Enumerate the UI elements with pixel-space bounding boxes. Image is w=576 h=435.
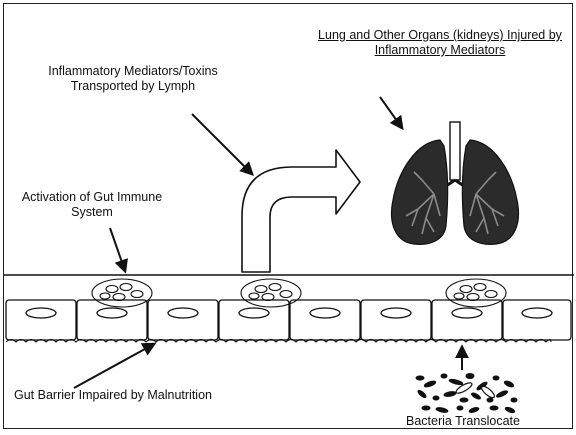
trachea [450, 122, 460, 180]
immune-cluster-icon [92, 279, 152, 307]
organs-arrow [380, 97, 402, 128]
bacteria-label: Bacteria Translocate [406, 414, 520, 429]
mediators-label-line2: Transported by Lymph [18, 79, 248, 94]
mediators-arrow [192, 114, 252, 174]
epithelial-cell [361, 300, 431, 340]
epithelial-cell [6, 300, 76, 340]
epithelial-cell [148, 300, 218, 340]
cell-nucleus [239, 308, 269, 318]
cell-nucleus [522, 308, 552, 318]
immune-cluster-icon [446, 279, 506, 307]
barrier-label: Gut Barrier Impaired by Malnutrition [14, 388, 212, 403]
epithelial-cell [290, 300, 360, 340]
immune-cluster-icon [241, 279, 301, 307]
right-lung [462, 140, 518, 244]
organs-label: Lung and Other Organs (kidneys) Injured … [309, 28, 571, 58]
mediators-label: Inflammatory Mediators/Toxins Transporte… [18, 64, 248, 94]
cell-nucleus [168, 308, 198, 318]
lungs-icon [392, 122, 519, 244]
cell-nucleus [381, 308, 411, 318]
diagram-frame: Lung and Other Organs (kidneys) Injured … [3, 3, 573, 429]
activation-label: Activation of Gut Immune System [12, 190, 172, 220]
organs-label-line2: Inflammatory Mediators [309, 43, 571, 58]
epithelial-cell [503, 300, 571, 340]
activation-label-line2: System [12, 205, 172, 220]
organs-label-line1: Lung and Other Organs (kidneys) Injured … [309, 28, 571, 43]
cell-nucleus [26, 308, 56, 318]
cell-nucleus [97, 308, 127, 318]
curved-arrow-icon [242, 150, 360, 272]
cell-nucleus [310, 308, 340, 318]
bacteria-icon [412, 370, 520, 416]
mediators-label-line1: Inflammatory Mediators/Toxins [18, 64, 248, 79]
left-lung [392, 140, 448, 244]
cell-nucleus [452, 308, 482, 318]
activation-arrow [110, 228, 125, 271]
activation-label-line1: Activation of Gut Immune [12, 190, 172, 205]
barrier-arrow [74, 344, 154, 388]
epithelial-cell [219, 300, 289, 340]
